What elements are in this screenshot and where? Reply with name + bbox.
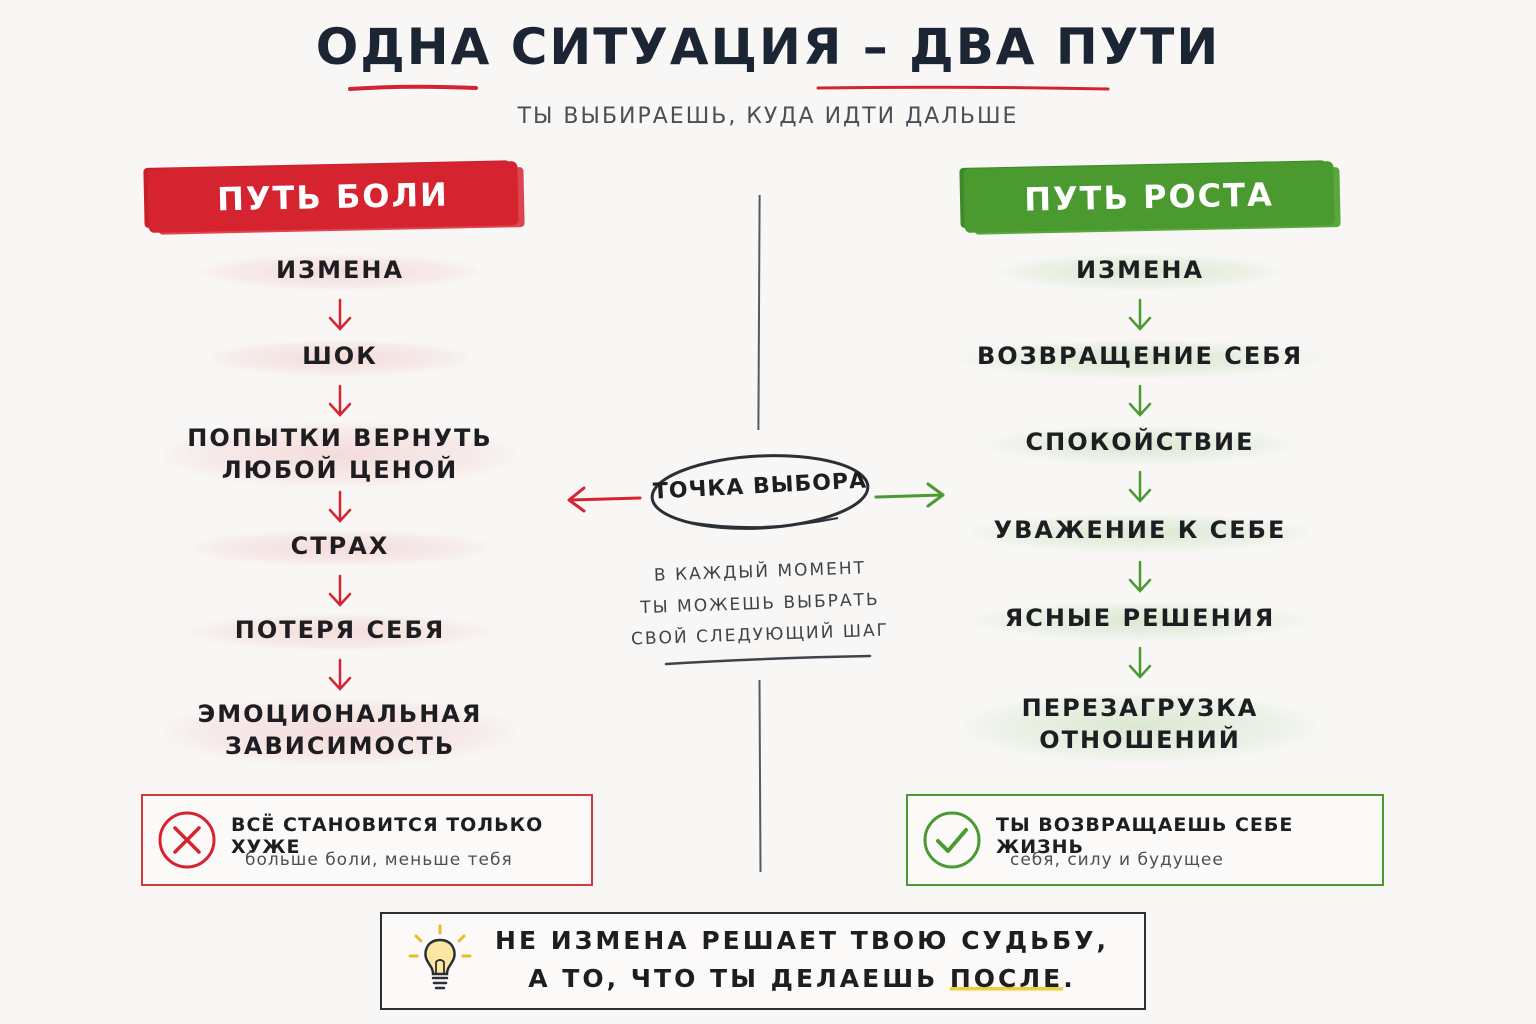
step-label: Возвращение себя [976, 342, 1304, 370]
page-title: Одна ситуация – два пути [315, 18, 1221, 76]
pain-step-4: Страх [190, 530, 490, 566]
growth-result-box: Ты возвращаешь себе жизнь себя, силу и б… [906, 794, 1384, 886]
arrow-right-icon [874, 482, 945, 508]
growth-step-6: Перезагрузка отношений [965, 692, 1315, 762]
growth-step-2: Возвращение себя [960, 340, 1320, 378]
pain-step-5: Потеря себя [190, 614, 490, 650]
step-label: Уважение к себе [993, 516, 1287, 544]
highlighted-word: после [949, 964, 1064, 993]
title-underline [348, 84, 1110, 91]
growth-step-3: Спокойствие [990, 426, 1290, 464]
growth-result-title: Ты возвращаешь себе жизнь [996, 814, 1294, 858]
pain-result-title: Всё становится только хуже [231, 814, 544, 858]
bottom-message-line-2: а то, что ты делаешь после. [492, 964, 1112, 993]
note-underline [664, 654, 872, 666]
arrow-down-icon [328, 384, 352, 417]
choice-note-line-2: ты можешь выбрать [640, 589, 880, 619]
bottom-message-text: а то, что ты делаешь [528, 964, 950, 993]
arrow-down-icon [1128, 470, 1152, 503]
pain-result-box: Всё становится только хуже больше боли, … [141, 794, 593, 886]
center-divider-top [757, 194, 761, 431]
arrow-down-icon [328, 574, 352, 607]
step-label-line-2: любой ценой [221, 456, 459, 484]
growth-result-subtitle: себя, силу и будущее [1010, 850, 1224, 870]
step-label: Спокойствие [1025, 428, 1255, 456]
arrow-down-icon [1128, 298, 1152, 331]
banner-pain-path: Путь боли [147, 161, 519, 233]
bottom-message-box: Не измена решает твою судьбу, а то, что … [380, 912, 1146, 1010]
pain-step-6: Эмоциональная зависимость [165, 698, 515, 766]
step-label-line-1: Эмоциональная [197, 700, 483, 728]
arrow-down-icon [328, 658, 352, 691]
bottom-message-period: . [1063, 964, 1076, 993]
step-label: Шок [302, 342, 378, 370]
pain-result-subtitle: больше боли, меньше тебя [245, 850, 513, 870]
growth-step-1: Измена [1000, 254, 1280, 290]
arrow-down-icon [1128, 560, 1152, 593]
center-divider-bottom [758, 679, 762, 873]
choice-note-line-3: свой следующий шаг [630, 620, 890, 650]
cross-icon [158, 811, 216, 869]
step-label: Измена [275, 256, 405, 284]
step-label-line-1: Попытки вернуть [187, 424, 493, 452]
checkmark-icon [923, 811, 981, 869]
banner-growth-path: Путь роста [963, 161, 1335, 233]
page-subtitle: Ты выбираешь, куда идти дальше [517, 104, 1019, 129]
step-label-line-2: отношений [1039, 726, 1241, 754]
step-label: Потеря себя [234, 616, 446, 644]
step-label-line-2: зависимость [224, 732, 456, 760]
step-label: Измена [1075, 256, 1205, 284]
step-label: Ясные решения [1004, 604, 1276, 632]
choice-point-ellipse [650, 454, 870, 530]
pain-step-2: Шок [210, 340, 470, 376]
choice-note-line-1: В каждый момент [653, 558, 867, 586]
growth-step-5: Ясные решения [975, 602, 1305, 640]
growth-step-4: Уважение к себе [970, 514, 1310, 552]
arrow-down-icon [1128, 384, 1152, 417]
arrow-down-icon [328, 298, 352, 331]
lightbulb-icon [408, 924, 472, 990]
bottom-message-line-1: Не измена решает твою судьбу, [495, 926, 1109, 955]
step-label: Страх [290, 532, 390, 560]
pain-step-1: Измена [200, 254, 480, 290]
step-label-line-1: Перезагрузка [1021, 694, 1259, 722]
pain-step-3: Попытки вернуть любой ценой [165, 422, 515, 488]
arrow-left-icon [567, 486, 642, 513]
arrow-down-icon [1128, 646, 1152, 679]
arrow-down-icon [328, 490, 352, 523]
